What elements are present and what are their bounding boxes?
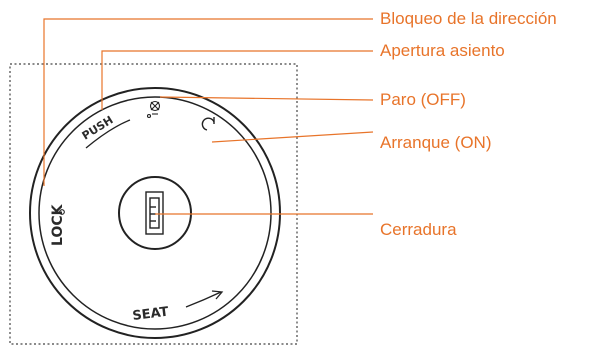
engine-off-icon xyxy=(146,100,161,119)
label-start-on: Arranque (ON) xyxy=(380,133,492,152)
seat-text: SEAT xyxy=(132,305,170,324)
label-lock-cylinder: Cerradura xyxy=(380,220,457,239)
power-on-icon xyxy=(201,117,215,131)
leader-lines xyxy=(43,18,374,215)
arrow-icon xyxy=(185,290,224,308)
label-steering-lock: Bloqueo de la dirección xyxy=(380,9,557,28)
leader-steering-lock xyxy=(43,18,373,186)
lock-position-mark xyxy=(59,209,65,215)
label-seat-opening: Apertura asiento xyxy=(380,41,505,60)
label-stop-off: Paro (OFF) xyxy=(380,90,466,109)
key-slot xyxy=(145,191,164,235)
lock-cylinder xyxy=(118,176,192,250)
leader-stop-off xyxy=(159,96,374,101)
inner-ring xyxy=(38,96,272,330)
leader-start-on xyxy=(211,131,374,143)
push-arc-arrow xyxy=(85,119,131,149)
leader-seat-opening xyxy=(101,50,373,110)
